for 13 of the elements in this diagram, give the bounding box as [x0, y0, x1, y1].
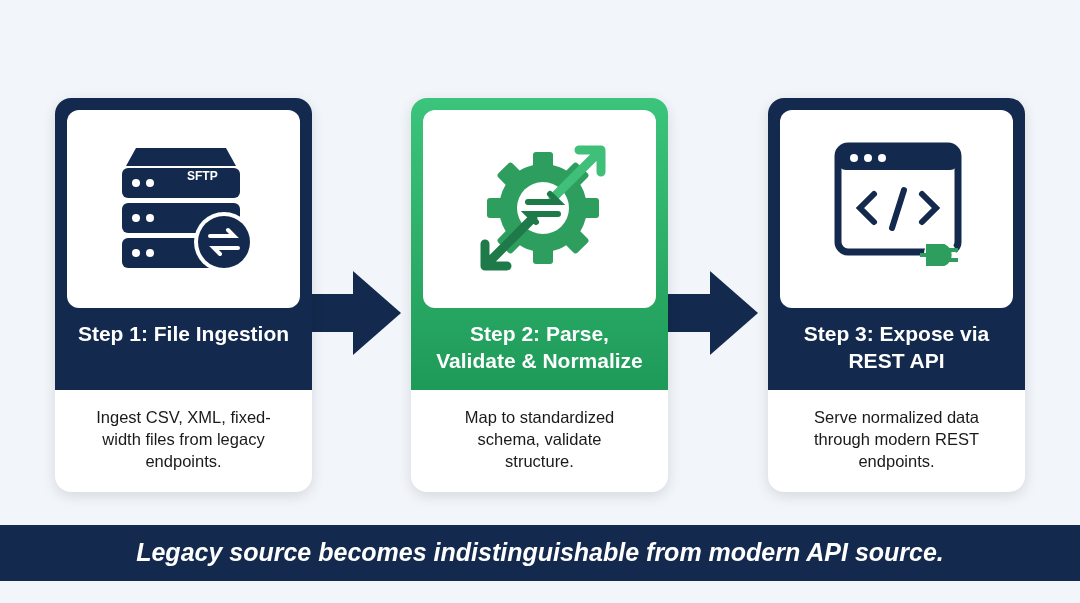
banner-text: Legacy source becomes indistinguishable from modern API source.	[136, 537, 944, 569]
step-card	[768, 98, 1025, 492]
arrow	[668, 271, 758, 355]
step-description: Serve normalized data through modern REST endpoints.	[812, 407, 981, 472]
step-heading: Step 1: File Ingestion	[77, 321, 290, 347]
step-description: Ingest CSV, XML, fixed-width files from legacy endpoints.	[95, 407, 272, 472]
server-label: SFTP	[187, 168, 218, 185]
arrow	[312, 271, 401, 355]
step-card	[55, 98, 312, 492]
step-description: Map to standardized schema, validate structure.	[463, 407, 616, 472]
step-heading: Step 2: Parse, Validate & Normalize	[435, 321, 644, 374]
step-heading: Step 3: Expose via REST API	[802, 321, 991, 374]
step-card	[411, 98, 668, 492]
